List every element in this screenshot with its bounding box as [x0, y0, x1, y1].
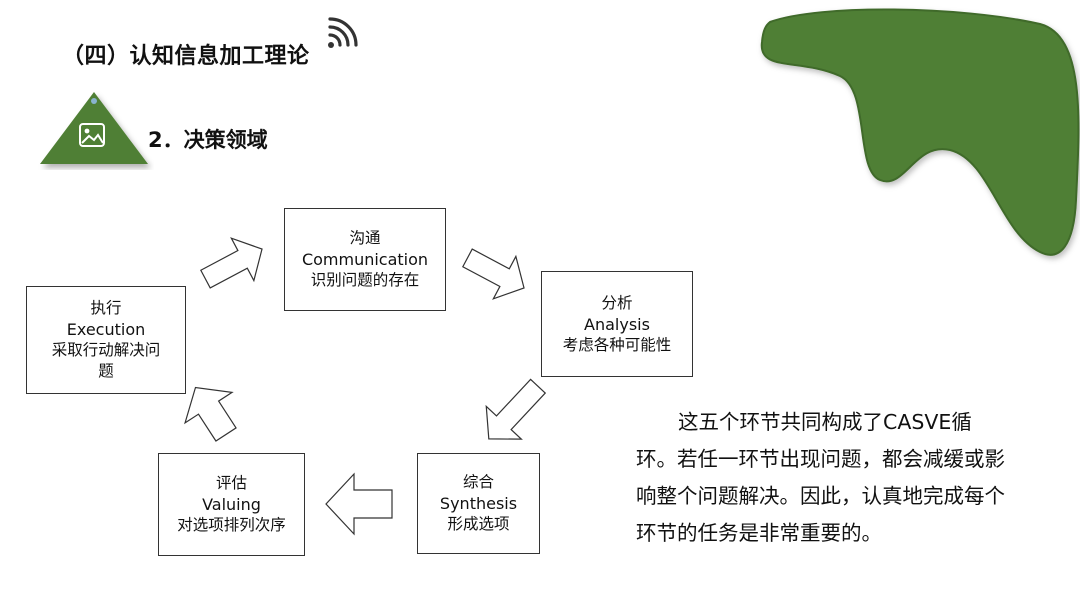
node-synthesis-en: Synthesis [439, 494, 518, 513]
node-valuing-en: Valuing [202, 495, 261, 514]
node-analysis-desc: 考虑各种可能性 [562, 335, 672, 354]
arrow-communication-to-analysis [462, 248, 525, 300]
node-communication-cn: 沟通 [349, 229, 381, 247]
node-execution-en: Execution [66, 320, 146, 339]
node-communication-desc: 识别问题的存在 [310, 271, 420, 289]
arrow-valuing-to-execution [184, 386, 237, 442]
arrow-synthesis-to-valuing [325, 472, 393, 536]
node-valuing: 评估 Valuing 对选项排列次序 [158, 453, 305, 556]
node-valuing-cn: 评估 [215, 474, 247, 492]
node-analysis-cn: 分析 [601, 293, 633, 312]
audio-wave-icon[interactable] [324, 16, 360, 52]
node-execution-cn: 执行 [90, 299, 122, 317]
summary-paragraph-text: 这五个环节共同构成了CASVE循环。若任一环节出现问题，都会减缓或影响整个问题解… [636, 410, 1005, 545]
node-execution-desc-cont: 题 [98, 362, 114, 380]
summary-paragraph: 这五个环节共同构成了CASVE循环。若任一环节出现问题，都会减缓或影响整个问题解… [636, 404, 1006, 552]
node-communication: 沟通 Communication 识别问题的存在 [284, 208, 446, 311]
image-placeholder-icon [79, 123, 105, 147]
section-subtitle: 2．决策领域 [148, 128, 268, 152]
node-execution: 执行 Execution 采取行动解决问 题 [26, 286, 186, 394]
node-synthesis-desc: 形成选项 [447, 515, 510, 533]
node-analysis-en: Analysis [584, 314, 650, 334]
node-analysis: 分析 Analysis 考虑各种可能性 [541, 271, 693, 377]
node-execution-desc: 采取行动解决问 [51, 341, 161, 359]
page-title: （四）认知信息加工理论 [62, 44, 310, 69]
node-synthesis-cn: 综合 [462, 473, 494, 491]
node-valuing-desc: 对选项排列次序 [177, 516, 286, 534]
node-synthesis: 综合 Synthesis 形成选项 [417, 453, 540, 554]
green-triangle-badge [40, 92, 148, 164]
arrow-analysis-to-synthesis [485, 378, 547, 440]
arrow-execution-to-communication [200, 237, 263, 289]
node-communication-en: Communication [301, 250, 429, 269]
